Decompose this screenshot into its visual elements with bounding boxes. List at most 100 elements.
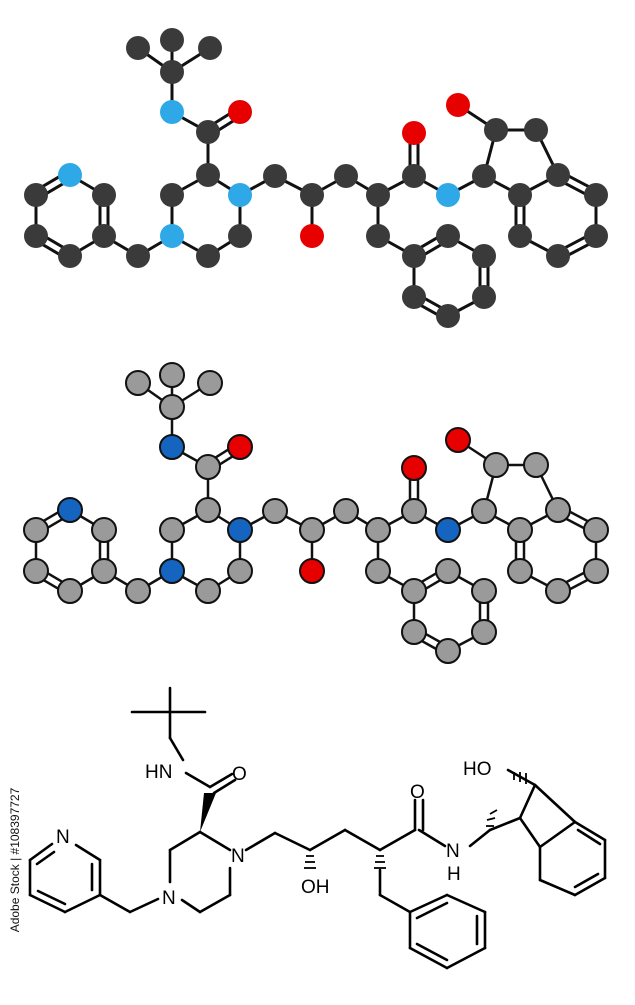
dark-model-carbon-atom [402, 164, 426, 188]
dark-model-carbon-atom [263, 164, 287, 188]
outlined-model-oxygen-atom [401, 455, 427, 481]
outlined-model-carbon-atom [262, 498, 288, 524]
dark-model-carbon-atom [228, 224, 252, 248]
dark-model-carbon-atom [546, 244, 570, 268]
ball-and-stick-dark-model [24, 28, 608, 328]
outlined-model-carbon-atom [299, 517, 325, 543]
ball-and-stick-outlined-model [23, 362, 609, 664]
outlined-model-carbon-atom [507, 517, 533, 543]
outlined-model-carbon-atom [91, 558, 117, 584]
dark-model-nitrogen-atom [58, 163, 82, 187]
outlined-model-oxygen-atom [299, 558, 325, 584]
dark-model-atoms [24, 28, 608, 328]
skeletal-formula: HN O N N N OH O N H HO [28, 686, 607, 970]
label-oh-chain: OH [301, 877, 330, 898]
outlined-model-carbon-atom [435, 558, 461, 584]
dark-model-carbon-atom [472, 285, 496, 309]
outlined-model-carbon-atom [401, 619, 427, 645]
dark-model-carbon-atom [508, 183, 532, 207]
outlined-model-nitrogen-atom [159, 434, 185, 460]
dark-model-carbon-atom [196, 163, 220, 187]
dark-model-carbon-atom [126, 244, 150, 268]
dark-model-nitrogen-atom [436, 183, 460, 207]
outlined-model-carbon-atom [159, 517, 185, 543]
outlined-model-carbon-atom [471, 578, 497, 604]
dark-model-carbon-atom [524, 118, 548, 142]
dark-model-carbon-atom [508, 224, 532, 248]
dark-model-oxygen-atom [228, 100, 252, 124]
dark-model-carbon-atom [402, 285, 426, 309]
label-o-amide-top: O [232, 764, 247, 785]
outlined-model-carbon-atom [545, 578, 571, 604]
outlined-model-bonds [32, 373, 600, 656]
dark-model-carbon-atom [24, 224, 48, 248]
outlined-model-atoms [23, 362, 609, 664]
label-n-amide-right: N [446, 841, 460, 862]
outlined-model-carbon-atom [471, 619, 497, 645]
dark-model-carbon-atom [402, 244, 426, 268]
dark-model-carbon-atom [198, 36, 222, 60]
dark-model-bonds [32, 38, 600, 321]
outlined-model-carbon-atom [401, 498, 427, 524]
dark-model-carbon-atom [584, 183, 608, 207]
dark-model-carbon-atom [484, 118, 508, 142]
outlined-model-carbon-atom [507, 558, 533, 584]
outlined-model-carbon-atom [197, 370, 223, 396]
label-n-piperazine-left: N [162, 888, 176, 909]
outlined-model-carbon-atom [195, 454, 221, 480]
label-n-piperazine-right: N [231, 846, 245, 867]
dark-model-carbon-atom [126, 36, 150, 60]
outlined-model-carbon-atom [523, 452, 549, 478]
outlined-model-carbon-atom [435, 638, 461, 664]
label-h-amide-right: H [447, 864, 461, 885]
dark-model-oxygen-atom [446, 93, 470, 117]
outlined-model-nitrogen-atom [435, 517, 461, 543]
outlined-model-oxygen-atom [445, 427, 471, 453]
outlined-model-carbon-atom [195, 578, 221, 604]
outlined-model-carbon-atom [583, 558, 609, 584]
outlined-model-carbon-atom [195, 497, 221, 523]
dark-model-carbon-atom [196, 244, 220, 268]
dark-model-carbon-atom [300, 183, 324, 207]
dark-model-oxygen-atom [402, 121, 426, 145]
dark-model-carbon-atom [160, 28, 184, 52]
outlined-model-oxygen-atom [227, 434, 253, 460]
outlined-model-carbon-atom [159, 362, 185, 388]
dark-model-carbon-atom [92, 224, 116, 248]
outlined-model-carbon-atom [365, 558, 391, 584]
label-n-pyridine: N [56, 827, 70, 848]
outlined-model-carbon-atom [365, 517, 391, 543]
outlined-model-carbon-atom [583, 517, 609, 543]
dark-model-carbon-atom [196, 120, 220, 144]
label-hn-amide: HN [145, 762, 172, 783]
dark-model-carbon-atom [436, 224, 460, 248]
outlined-model-carbon-atom [23, 517, 49, 543]
outlined-model-carbon-atom [125, 578, 151, 604]
dark-model-carbon-atom [92, 183, 116, 207]
outlined-model-carbon-atom [159, 394, 185, 420]
dark-model-carbon-atom [472, 244, 496, 268]
dark-model-nitrogen-atom [160, 224, 184, 248]
outlined-model-nitrogen-atom [227, 517, 253, 543]
dark-model-carbon-atom [366, 183, 390, 207]
outlined-model-carbon-atom [333, 498, 359, 524]
outlined-model-carbon-atom [125, 370, 151, 396]
outlined-model-carbon-atom [401, 578, 427, 604]
label-ho-indane: HO [463, 759, 492, 780]
dark-model-carbon-atom [160, 60, 184, 84]
dark-model-carbon-atom [546, 163, 570, 187]
dark-model-carbon-atom [436, 304, 460, 328]
outlined-model-carbon-atom [57, 578, 83, 604]
dark-model-oxygen-atom [300, 224, 324, 248]
dark-model-carbon-atom [366, 224, 390, 248]
dark-model-nitrogen-atom [228, 183, 252, 207]
outlined-model-carbon-atom [483, 452, 509, 478]
outlined-model-nitrogen-atom [159, 558, 185, 584]
outlined-model-carbon-atom [227, 558, 253, 584]
dark-model-carbon-atom [160, 183, 184, 207]
stock-id-caption: Adobe Stock | #108397727 [8, 787, 22, 933]
outlined-model-carbon-atom [471, 498, 497, 524]
dark-model-carbon-atom [24, 183, 48, 207]
